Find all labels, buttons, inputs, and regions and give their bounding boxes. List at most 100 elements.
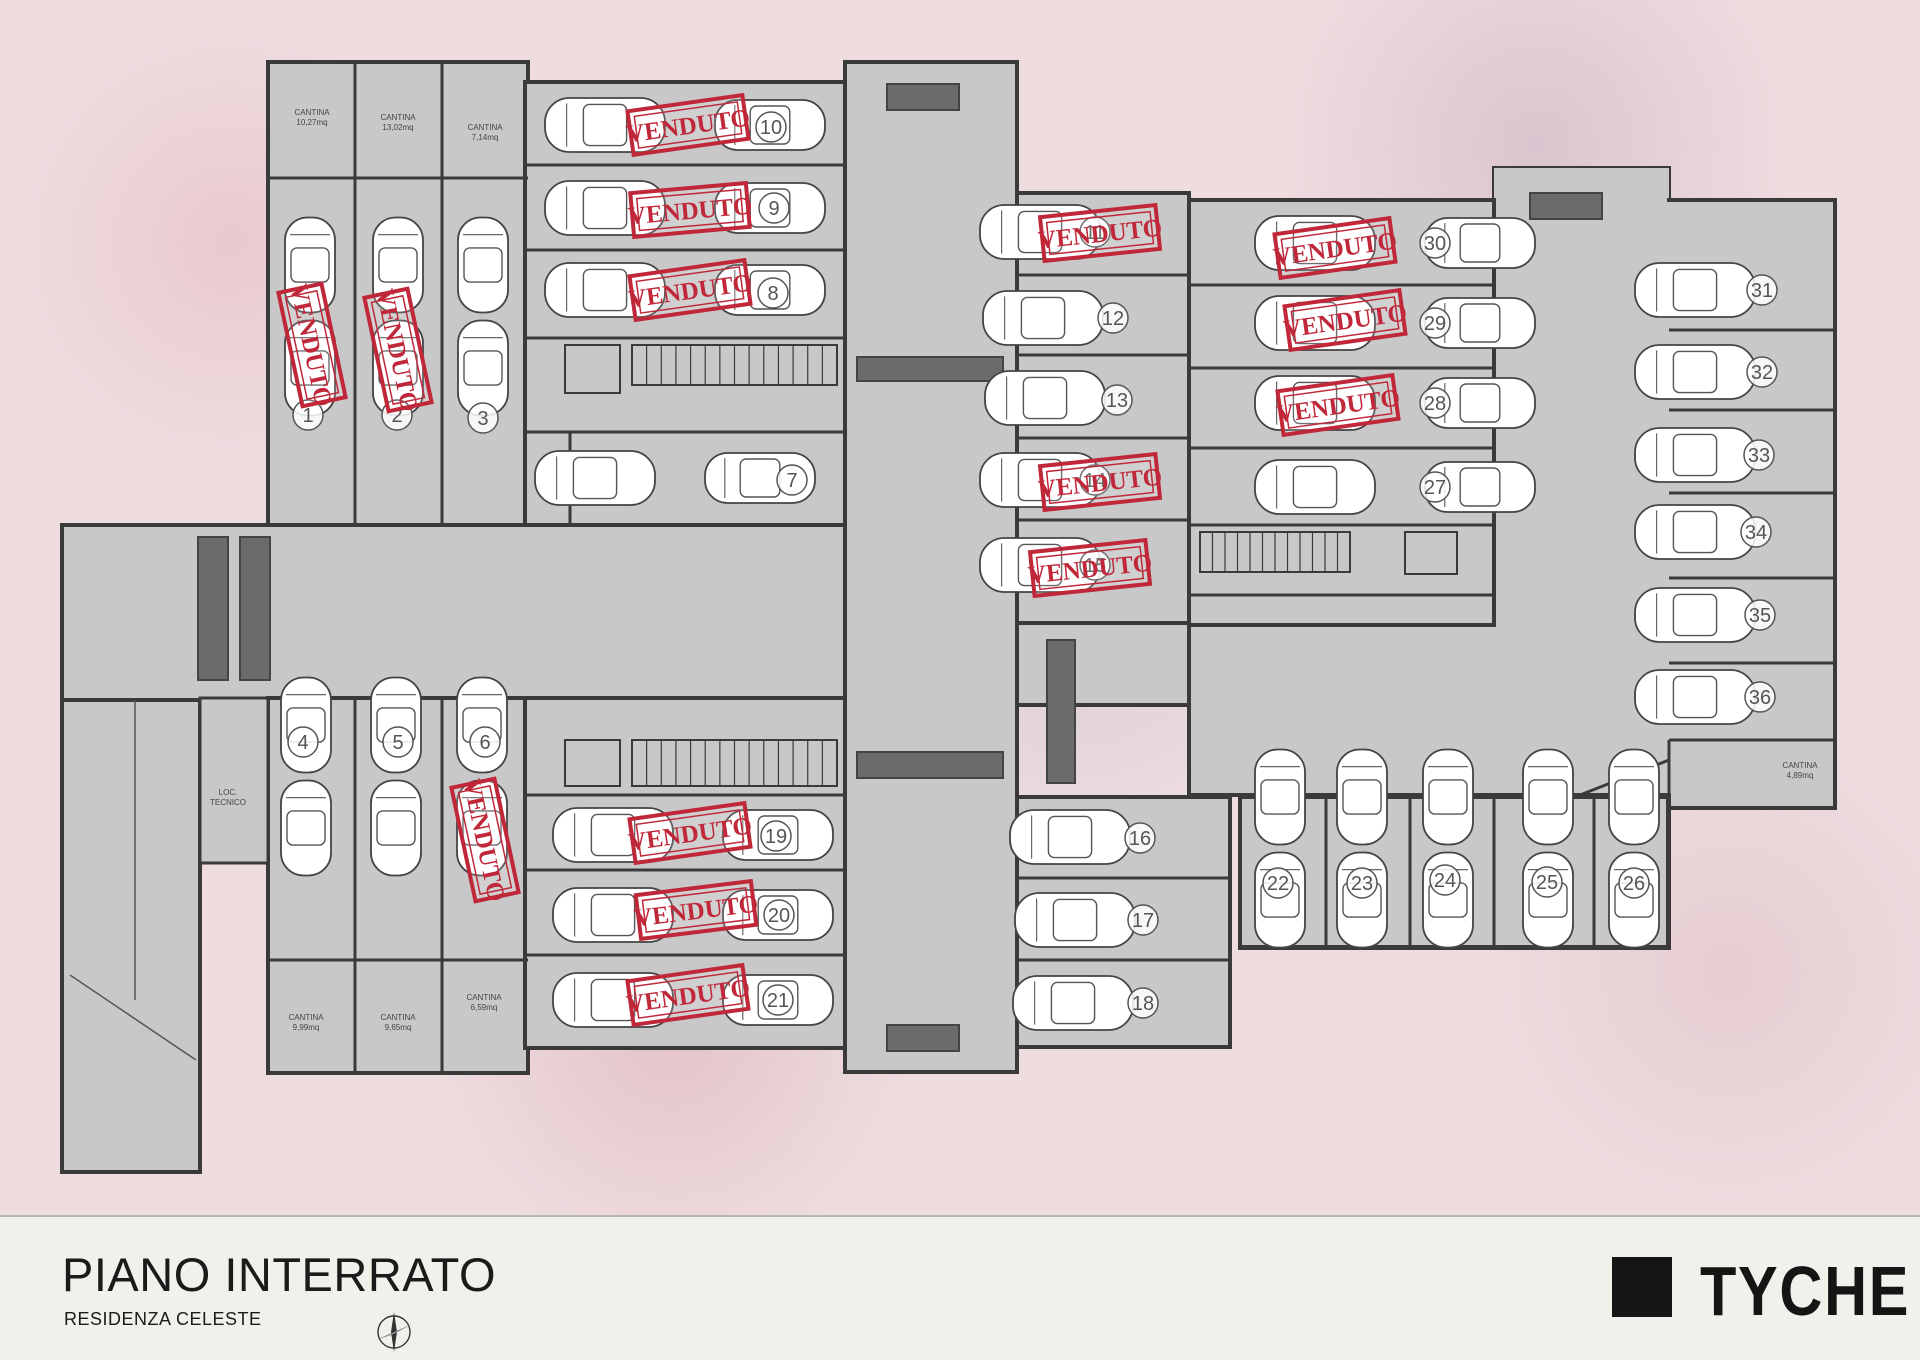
space-number-badge: [467, 402, 499, 434]
space-number-badge: [1746, 274, 1778, 306]
parking-space-5: 5: [370, 676, 422, 877]
sold-stamp: VENDUTO: [627, 800, 754, 866]
cantina-area: 13,02mq: [382, 123, 413, 132]
cantina-label: CANTINA: [466, 993, 502, 1002]
space-number-badge: [776, 464, 808, 496]
car-icon: [1634, 669, 1756, 725]
space-number: 9: [768, 198, 779, 220]
space-number: 18: [1132, 993, 1154, 1015]
space-number: 13: [1106, 390, 1128, 412]
space-number: 12: [1102, 308, 1124, 330]
space-number: 22: [1267, 873, 1289, 895]
cantina-label: LOC.: [219, 788, 238, 797]
parking-space-17: 17: [1014, 892, 1159, 948]
space-number-badge: [1097, 302, 1129, 334]
space-number-badge: [1419, 387, 1451, 419]
space-number: 25: [1536, 872, 1558, 894]
space-number: 33: [1748, 445, 1770, 467]
vent-7: [1046, 639, 1076, 784]
space-number: 20: [768, 905, 790, 927]
space-number: 5: [392, 732, 403, 754]
space-number-badge: [1079, 549, 1111, 581]
space-number: 16: [1129, 828, 1151, 850]
space-number-badge: [292, 399, 324, 431]
car-icon: [1336, 748, 1388, 846]
parking-space-26: 26: [1608, 748, 1660, 949]
cantina-label: CANTINA: [294, 108, 330, 117]
car-icon: [979, 537, 1101, 593]
sold-stamp: VENDUTO: [633, 878, 760, 942]
sold-stamp: VENDUTO: [627, 257, 754, 323]
space-number-badge: [1419, 227, 1451, 259]
cantina-label: CANTINA: [467, 123, 503, 132]
space-number-badge: [1127, 987, 1159, 1019]
tyche-logo-icon: [1612, 1257, 1672, 1317]
space-number-badge: [1429, 864, 1461, 896]
footer-bar: PIANO INTERRATO RESIDENZA CELESTE TYCHE: [0, 1215, 1920, 1360]
car-icon: [1014, 892, 1136, 948]
stair-b: [631, 739, 838, 787]
plan-subtitle: RESIDENZA CELESTE: [64, 1309, 262, 1329]
sold-stamp: VENDUTO: [1037, 451, 1164, 513]
parking-space-35: 35: [1634, 587, 1776, 643]
car-icon: [1634, 427, 1756, 483]
parking-space-33: 33: [1634, 427, 1775, 483]
car-icon: [1254, 748, 1306, 846]
space-number-badge: [1744, 681, 1776, 713]
parking-space-32: 32: [1634, 344, 1778, 400]
cantina-area: 4,89mq: [1787, 771, 1814, 780]
space-number: 27: [1424, 477, 1446, 499]
cantina-area: 9,65mq: [385, 1023, 412, 1032]
parking-space-13: 13: [984, 370, 1133, 426]
cantina-label: CANTINA: [288, 1013, 324, 1022]
space-number: 21: [767, 990, 789, 1012]
space-number: 17: [1132, 910, 1154, 932]
sold-stamp: VENDUTO: [625, 962, 752, 1028]
parking-space-9: 9 VENDUTO: [544, 180, 826, 240]
parking-space-19: 19 VENDUTO: [552, 800, 834, 866]
space-number-badge: [1740, 516, 1772, 548]
space-number: 28: [1424, 393, 1446, 415]
plan-title: PIANO INTERRATO: [62, 1248, 497, 1301]
parking-space-20: 20 VENDUTO: [552, 878, 834, 943]
car-icon: [1254, 459, 1376, 515]
space-number-badge: [757, 277, 789, 309]
space-number-badge: [1262, 867, 1294, 899]
sold-stamp: VENDUTO: [1037, 202, 1164, 264]
stair-c: [1199, 531, 1351, 573]
lift-c: [1404, 531, 1458, 575]
vent-4: [1529, 192, 1603, 220]
parking-space-18: 18: [1012, 975, 1159, 1031]
parking-space-27: 27: [1254, 459, 1536, 515]
logo-text: TYCHE: [1700, 1252, 1911, 1330]
car-icon: [370, 676, 422, 774]
car-icon: [1254, 851, 1306, 949]
space-number-badge: [1124, 822, 1156, 854]
space-number: 19: [765, 826, 787, 848]
car-icon: [1634, 262, 1756, 318]
car-icon: [280, 779, 332, 877]
vent-5: [197, 536, 229, 681]
space-number: 2: [391, 405, 402, 427]
stairs: [564, 344, 1458, 787]
sold-stamp: VENDUTO: [627, 180, 753, 240]
space-number-badge: [469, 726, 501, 758]
space-number: 11: [1085, 222, 1106, 244]
space-number-badge: [1746, 356, 1778, 388]
space-number: 24: [1434, 870, 1456, 892]
car-icon: [552, 972, 674, 1028]
space-number: 26: [1623, 873, 1645, 895]
car-icon: [372, 216, 424, 314]
car-icon: [1424, 297, 1536, 349]
car-icon: [1336, 851, 1388, 949]
car-icon: [1522, 748, 1574, 846]
cantina-area: 10,27mq: [296, 118, 327, 127]
